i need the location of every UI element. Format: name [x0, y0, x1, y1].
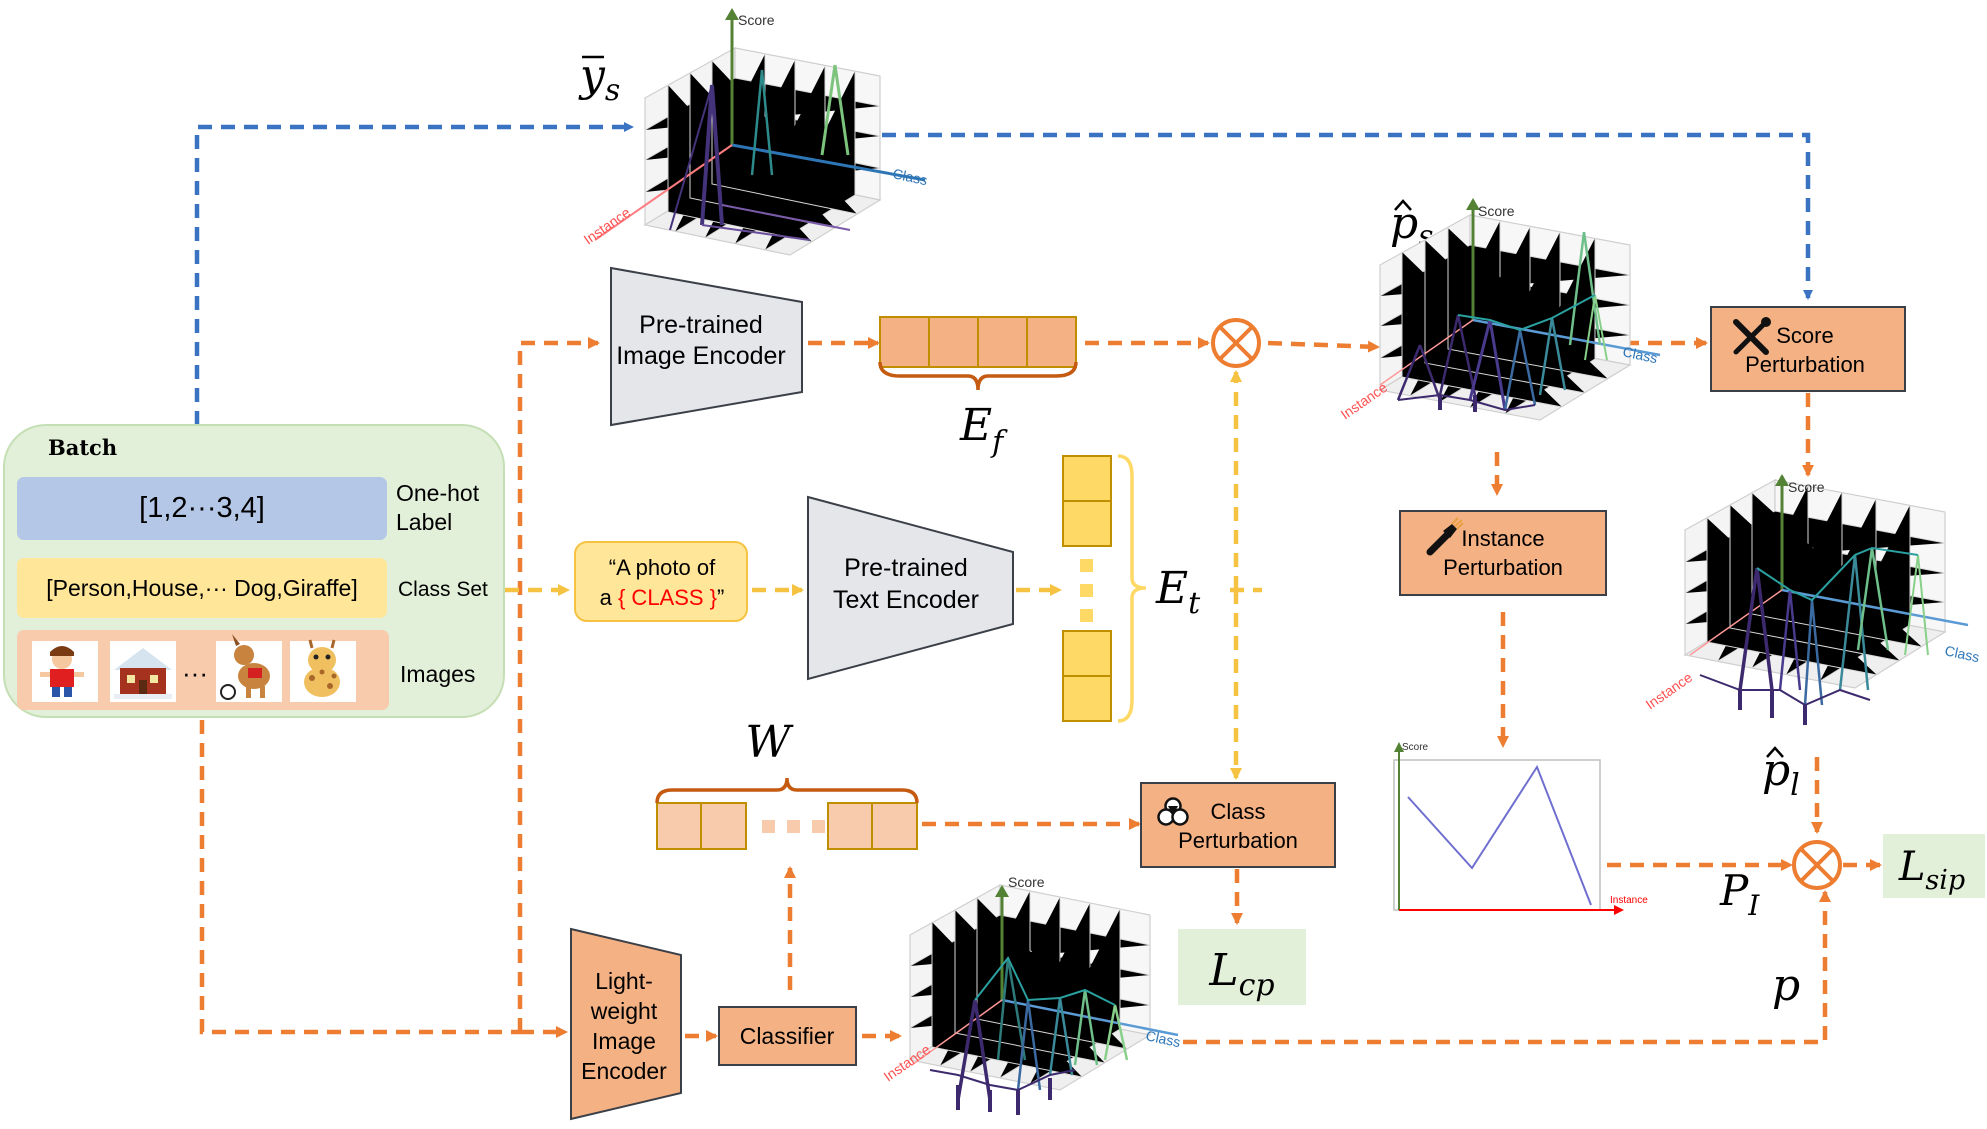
- et-brace: [1117, 454, 1147, 723]
- flashlight-icon: [1426, 517, 1464, 556]
- pretrained-image-encoder: Pre-trained Image Encoder: [610, 266, 803, 427]
- class-perturbation-box: Class Perturbation: [1140, 782, 1336, 868]
- symbol-pl: pl: [1762, 745, 1800, 803]
- one-hot-label-caption-2: Label: [396, 509, 452, 535]
- svg-text:a { CLASS }”: a { CLASS }”: [600, 585, 725, 610]
- plot-pi-line: [1407, 764, 1592, 906]
- classifier-box: Classifier: [718, 1006, 857, 1066]
- svg-text:Perturbation: Perturbation: [1745, 352, 1865, 377]
- flow-arrows: [194, 122, 1882, 1045]
- plot-pl-class-label: Class: [1943, 642, 1981, 665]
- image-thumbnail-boy: [32, 641, 98, 702]
- plot-ps: Score Class Instance: [1338, 198, 1661, 423]
- arrow-label-to-ys: [194, 122, 634, 425]
- instance-perturbation-box: Instance Perturbation: [1399, 510, 1607, 596]
- batch-title: Batch: [48, 435, 117, 460]
- tools-icon: [1733, 317, 1771, 355]
- svg-text:Score: Score: [1776, 323, 1833, 348]
- svg-text:Classifier: Classifier: [740, 1023, 835, 1049]
- svg-text:Pre-trained: Pre-trained: [844, 554, 968, 582]
- symbol-et: Et: [1155, 563, 1201, 621]
- svg-text:ys: ys: [578, 50, 620, 108]
- one-hot-label-value: [1,2···3,4]: [139, 492, 265, 524]
- plot-pl-score-label: Score: [1788, 479, 1825, 495]
- ef-brace: [878, 361, 1078, 391]
- plot-ps-instance-label: Instance: [1338, 379, 1391, 423]
- plot-p: Score Class Instance: [881, 874, 1182, 1115]
- arrow-otimes-to-ps: [1267, 340, 1380, 353]
- w-brace: [655, 777, 919, 804]
- svg-text:Perturbation: Perturbation: [1178, 828, 1298, 853]
- arrow-p-to-otimes2: [1183, 890, 1831, 1045]
- svg-text:Text Encoder: Text Encoder: [833, 586, 979, 614]
- plot-pl-instance-label: Instance: [1643, 669, 1696, 713]
- symbol-w: W: [745, 717, 794, 768]
- svg-text:Class: Class: [1210, 799, 1265, 824]
- text-feature-vector-et: [1062, 454, 1147, 723]
- svg-text:Lcp: Lcp: [1208, 945, 1274, 1003]
- svg-text:Encoder: Encoder: [581, 1058, 667, 1084]
- svg-text:pl: pl: [1762, 745, 1800, 803]
- elementwise-product-node-top: [1211, 318, 1261, 368]
- classifier-weight-vector-w: [655, 777, 919, 850]
- loss-lsip: Lsip: [1883, 834, 1985, 898]
- plot-pl: Score Class Instance: [1643, 474, 1981, 725]
- class-set-box: [17, 558, 387, 618]
- pretrained-text-encoder: Pre-trained Text Encoder: [807, 495, 1014, 681]
- svg-text:“A photo of: “A photo of: [609, 555, 716, 580]
- prompt-class-token: { CLASS }: [618, 585, 717, 610]
- lightweight-image-encoder: Light- weight Image Encoder: [570, 927, 682, 1121]
- elementwise-product-node-bottom: [1792, 840, 1842, 890]
- plot-p-class-label: Class: [1144, 1027, 1182, 1050]
- color-circles-icon: [1157, 797, 1189, 826]
- svg-text:Image: Image: [592, 1028, 656, 1054]
- svg-text:Perturbation: Perturbation: [1443, 555, 1563, 580]
- symbol-ef: Ef: [959, 400, 1008, 460]
- plot-pi-2d: Score Instance: [1393, 742, 1648, 915]
- image-thumbnail-house: [110, 641, 176, 702]
- svg-text:Image Encoder: Image Encoder: [616, 342, 786, 370]
- symbol-ys: ys: [578, 50, 620, 108]
- svg-text:Lsip: Lsip: [1898, 844, 1965, 896]
- arrow-bus-to-image-encoder: [517, 337, 600, 1032]
- plot-ys-instance-label: Instance: [581, 204, 634, 248]
- batch-panel: Batch [1,2···3,4] One-hot Label [Person,…: [3, 424, 505, 718]
- one-hot-label-box: [17, 477, 387, 540]
- arrow-images-down: [199, 720, 520, 1035]
- arrow-ys-to-score-perturbation: [882, 132, 1813, 300]
- svg-text:Instance: Instance: [1461, 526, 1544, 551]
- image-feature-vector-ef: [878, 316, 1078, 391]
- svg-text:Light-: Light-: [595, 968, 653, 994]
- plot-pi-score-label: Score: [1402, 742, 1429, 753]
- prompt-template-box: “A photo of a { CLASS }”: [574, 541, 748, 622]
- plot-ps-class-label: Class: [1621, 343, 1659, 366]
- plot-ys: Score Class Instance: [581, 8, 929, 256]
- plot-pi-instance-label: Instance: [1610, 895, 1648, 906]
- images-caption: Images: [400, 661, 475, 687]
- score-perturbation-box: Score Perturbation: [1710, 306, 1906, 392]
- one-hot-label-caption-1: One-hot: [396, 480, 480, 506]
- images-ellipsis: ···: [182, 658, 208, 688]
- plot-ps-score-label: Score: [1478, 203, 1515, 219]
- symbol-p: p: [1772, 960, 1800, 1011]
- symbol-pi: PI: [1719, 866, 1760, 922]
- prompt-prefix: a: [600, 585, 618, 610]
- class-set-value: [Person,House,··· Dog,Giraffe]: [46, 575, 357, 601]
- class-set-caption: Class Set: [398, 578, 488, 601]
- plot-p-score-label: Score: [1008, 874, 1045, 890]
- svg-text:Pre-trained: Pre-trained: [639, 311, 763, 339]
- prompt-suffix: ”: [717, 585, 724, 610]
- plot-ys-score-label: Score: [738, 12, 775, 28]
- image-thumbnail-dog: [216, 634, 282, 702]
- plot-ys-class-label: Class: [891, 165, 929, 188]
- image-thumbnail-giraffe: [290, 639, 356, 702]
- loss-lcp: Lcp: [1178, 929, 1306, 1005]
- svg-text:weight: weight: [590, 998, 658, 1024]
